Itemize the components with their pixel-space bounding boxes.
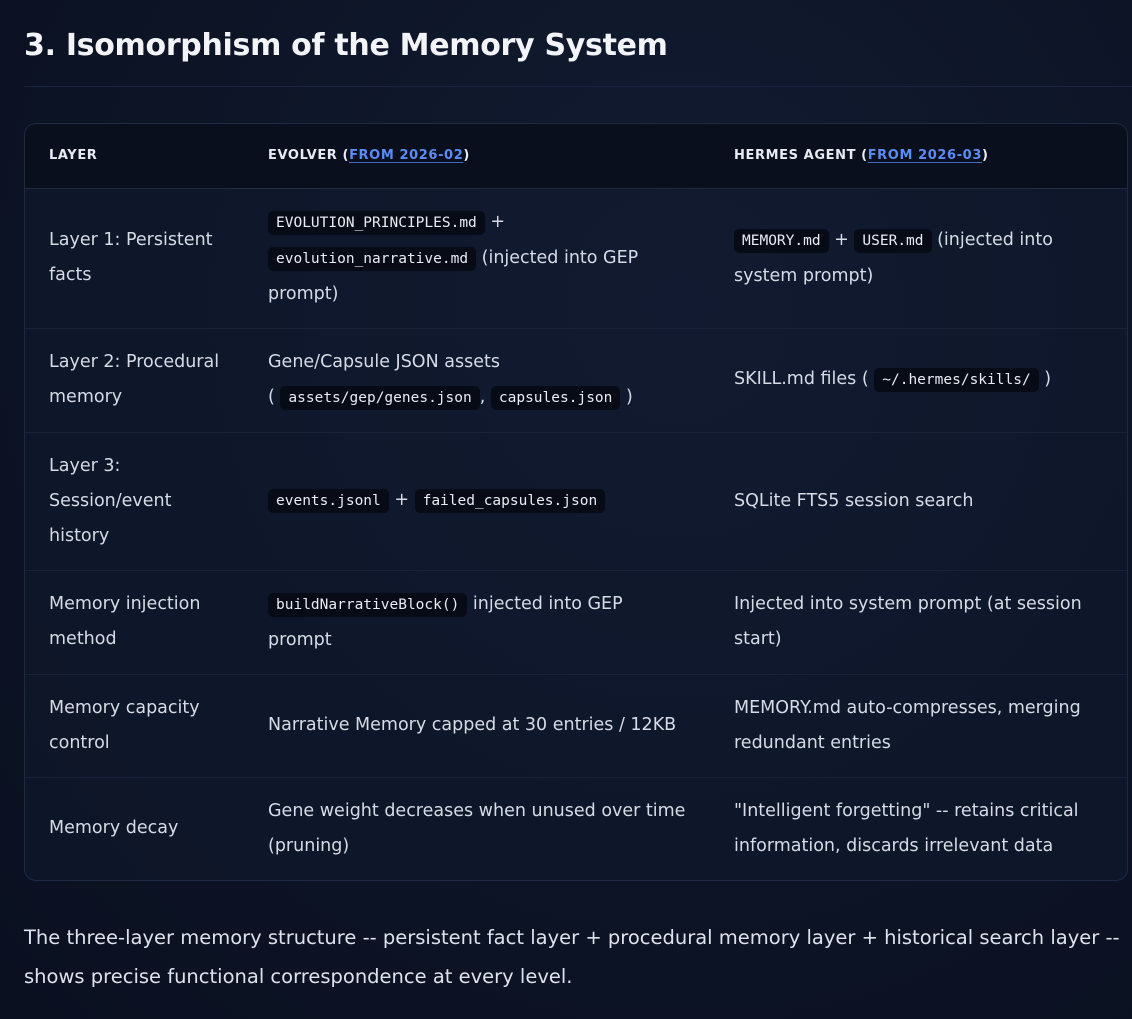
cell-layer: Memory injection method	[25, 570, 244, 675]
table-row: Layer 1: Persistent facts EVOLUTION_PRIN…	[25, 188, 1127, 329]
plus-sign: +	[834, 229, 849, 250]
inline-code: EVOLUTION_PRINCIPLES.md	[268, 210, 485, 235]
inline-code: evolution_narrative.md	[268, 246, 477, 271]
header-hermes-prefix: HERMES AGENT (	[734, 148, 868, 164]
cell-text: Gene/Capsule JSON assets	[268, 351, 500, 372]
comparison-table-container[interactable]: LAYER EVOLVER (FROM 2026-02) HERMES AGEN…	[24, 123, 1128, 881]
inline-code: ~/.hermes/skills/	[874, 368, 1039, 392]
paren-close: )	[625, 386, 633, 407]
inline-code: USER.md	[854, 228, 932, 253]
cell-evolver: Narrative Memory capped at 30 entries / …	[244, 674, 710, 778]
cell-layer: Memory capacity control	[25, 674, 244, 778]
header-hermes-suffix: )	[981, 148, 989, 164]
header-evolver-suffix: )	[463, 148, 470, 164]
inline-code: events.jsonl	[268, 489, 389, 513]
cell-evolver: Gene/Capsule JSON assets ( assets/gep/gen…	[244, 328, 710, 433]
cell-evolver: events.jsonl + failed_capsules.json	[244, 432, 710, 571]
section-title: 3. Isomorphism of the Memory System	[24, 28, 668, 63]
comma: ,	[479, 386, 486, 407]
inline-code: capsules.json	[490, 385, 621, 410]
inline-code: failed_capsules.json	[414, 489, 606, 513]
table-row: Layer 3: Session/event history events.js…	[25, 432, 1127, 571]
cell-hermes: Injected into system prompt (at session …	[710, 570, 1127, 675]
table-row: Layer 2: Procedural memory Gene/Capsule …	[25, 328, 1127, 433]
comparison-table: LAYER EVOLVER (FROM 2026-02) HERMES AGEN…	[25, 124, 1127, 880]
plus-sign: +	[394, 490, 410, 510]
cell-evolver: Gene weight decreases when unused over t…	[268, 800, 686, 856]
cell-text: SKILL.md files (	[734, 369, 869, 389]
header-layer: LAYER	[25, 124, 244, 189]
table-row: Memory decay Gene weight decreases when …	[25, 777, 1127, 880]
inline-code: assets/gep/genes.json	[280, 385, 480, 410]
cell-evolver: EVOLUTION_PRINCIPLES.md + evolution_narra…	[244, 188, 710, 329]
summary-paragraph: The three-layer memory structure -- pers…	[24, 926, 1120, 988]
title-divider	[24, 86, 1132, 87]
table-header-row: LAYER EVOLVER (FROM 2026-02) HERMES AGEN…	[25, 124, 1127, 189]
cell-layer: Memory decay	[49, 818, 179, 838]
paren-close: )	[1044, 369, 1052, 389]
cell-hermes: SKILL.md files ( ~/.hermes/skills/ )	[710, 328, 1127, 433]
header-hermes-link[interactable]: FROM 2026-03	[867, 148, 982, 164]
cell-layer: Layer 1: Persistent facts	[25, 188, 244, 329]
cell-text: injected into GEP prompt	[268, 593, 623, 650]
header-evolver-prefix: EVOLVER (	[268, 148, 350, 164]
inline-code: MEMORY.md	[734, 228, 829, 253]
cell-hermes: SQLite FTS5 session search	[710, 432, 1127, 571]
header-hermes: HERMES AGENT (FROM 2026-03)	[710, 124, 1127, 189]
table-row: Memory injection method buildNarrativeBl…	[25, 570, 1127, 675]
cell-hermes: MEMORY.md auto-compresses, merging redun…	[710, 674, 1127, 778]
header-evolver-link[interactable]: FROM 2026-02	[349, 148, 464, 164]
cell-hermes: "Intelligent forgetting" -- retains crit…	[734, 800, 1079, 856]
cell-evolver: buildNarrativeBlock() injected into GEP …	[244, 570, 710, 675]
paren-open: (	[268, 386, 275, 407]
cell-layer: Layer 3: Session/event history	[25, 432, 244, 571]
cell-text: (injected into GEP prompt)	[268, 247, 639, 304]
cell-text: (injected into system prompt)	[734, 229, 1053, 286]
cell-hermes: MEMORY.md + USER.md (injected into syste…	[710, 188, 1127, 329]
header-evolver: EVOLVER (FROM 2026-02)	[244, 124, 710, 189]
plus-sign: +	[490, 211, 506, 232]
inline-code: buildNarrativeBlock()	[268, 592, 468, 617]
cell-layer: Layer 2: Procedural memory	[25, 328, 244, 433]
table-row: Memory capacity control Narrative Memory…	[25, 674, 1127, 778]
